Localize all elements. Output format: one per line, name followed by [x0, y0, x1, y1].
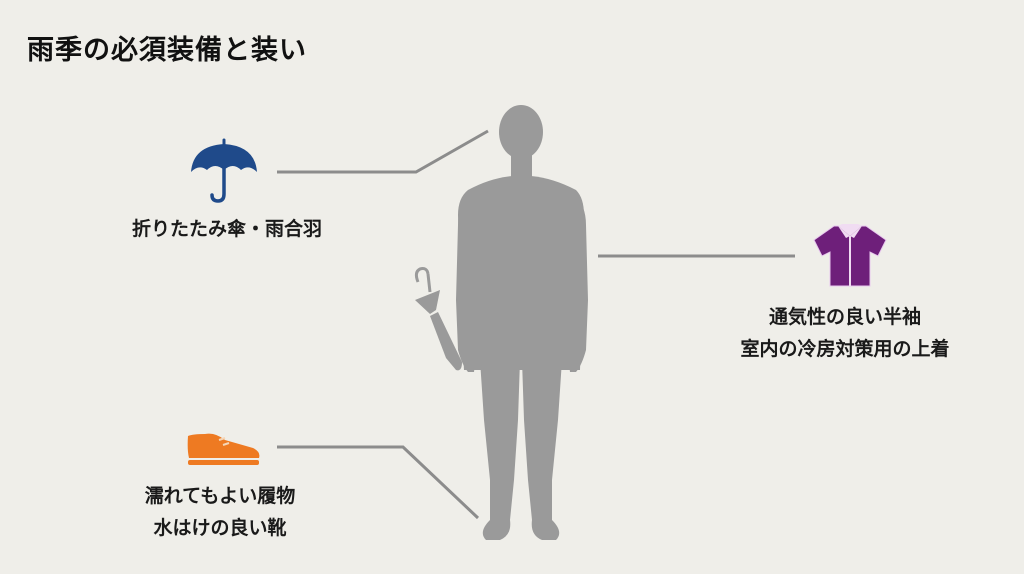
folded-umbrella-icon — [414, 267, 462, 371]
page-title: 雨季の必須装備と装い — [27, 35, 307, 66]
connector-shoes — [277, 445, 480, 520]
umbrella-label: 折りたたみ傘・雨合羽 — [131, 218, 322, 240]
connector-umbrella — [277, 129, 489, 174]
shirt-icon — [813, 224, 887, 287]
shoe-icon — [187, 433, 260, 465]
shirt-label: 通気性の良い半袖 室内の冷房対策用の上着 — [740, 306, 950, 360]
umbrella-icon — [191, 138, 257, 203]
shoes-label: 濡れてもよい履物 水はけの良い靴 — [144, 485, 296, 539]
